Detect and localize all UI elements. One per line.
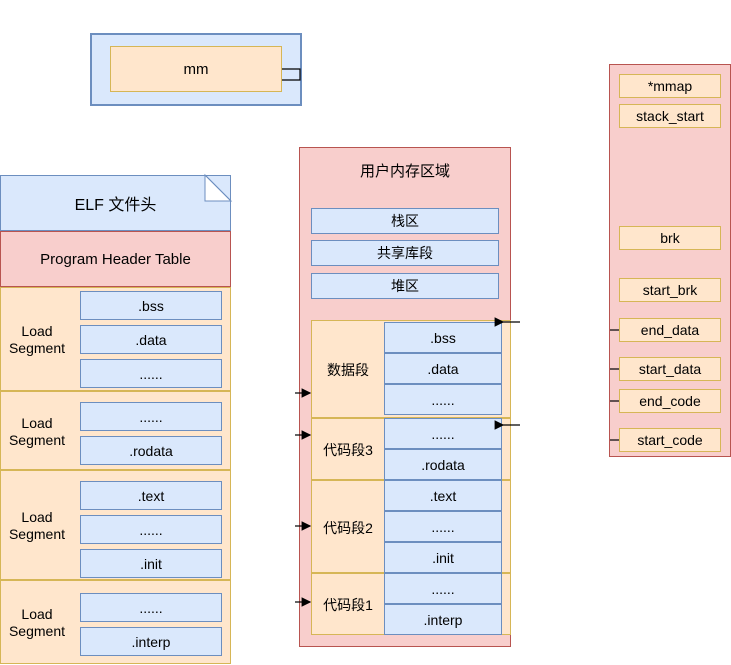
user-memory-row-stack: 栈区 (311, 208, 499, 234)
mm-field-brk: brk (619, 226, 721, 250)
mm-field-stack-start: stack_start (619, 104, 721, 128)
elf-load-segment-2-label: Load Segment (8, 414, 66, 448)
elf-file-header-label: ELF 文件头 (74, 197, 157, 214)
elf-file-header-box (0, 175, 231, 231)
user-memory-section-ellipsis-2: ...... (384, 418, 502, 449)
elf-section-ellipsis-1: ...... (80, 359, 222, 388)
user-memory-segment-code2-label: 代码段2 (323, 519, 373, 536)
mm-field-start-brk: start_brk (619, 278, 721, 302)
user-memory-segment-code1-label: 代码段1 (323, 597, 373, 613)
user-memory-section-interp: .interp (384, 604, 502, 635)
user-memory-section-text: .text (384, 480, 502, 511)
elf-section-interp: .interp (80, 627, 222, 656)
user-memory-section-init: .init (384, 542, 502, 573)
user-memory-section-data: .data (384, 353, 502, 384)
elf-load-segment-1-label: Load Segment (8, 323, 66, 356)
user-memory-row-shared-lib: 共享库段 (311, 240, 499, 266)
elf-section-text: .text (80, 481, 222, 510)
elf-load-segment-4-label: Load Segment (8, 606, 66, 639)
mm-field-mmap: *mmap (619, 74, 721, 98)
user-memory-section-bss: .bss (384, 322, 502, 353)
user-memory-row-heap: 堆区 (311, 273, 499, 299)
user-memory-region-title: 用户内存区域 (359, 162, 450, 180)
user-memory-section-rodata: .rodata (384, 449, 502, 480)
mm-field-end-code: end_code (619, 389, 721, 413)
user-memory-segment-code3-label: 代码段3 (323, 442, 373, 458)
elf-load-segment-3-label: Load Segment (8, 509, 66, 542)
elf-section-ellipsis-4: ...... (80, 593, 222, 622)
user-memory-section-ellipsis-1: ...... (384, 384, 502, 415)
elf-section-rodata: .rodata (80, 436, 222, 465)
elf-section-ellipsis-2: ...... (80, 402, 222, 431)
elf-section-init: .init (80, 549, 222, 578)
mm-field-end-data: end_data (619, 318, 721, 342)
mm-field-start-code: start_code (619, 428, 721, 452)
elf-section-ellipsis-3: ...... (80, 515, 222, 544)
user-memory-section-ellipsis-3: ...... (384, 511, 502, 542)
mm-field-start-data: start_data (619, 357, 721, 381)
mm-inner-box: mm (110, 46, 282, 92)
program-header-table-box: Program Header Table (0, 231, 231, 287)
user-memory-section-ellipsis-4: ...... (384, 573, 502, 604)
elf-section-data: .data (80, 325, 222, 354)
elf-section-bss: .bss (80, 291, 222, 320)
user-memory-segment-data-label: 数据段 (327, 362, 369, 378)
